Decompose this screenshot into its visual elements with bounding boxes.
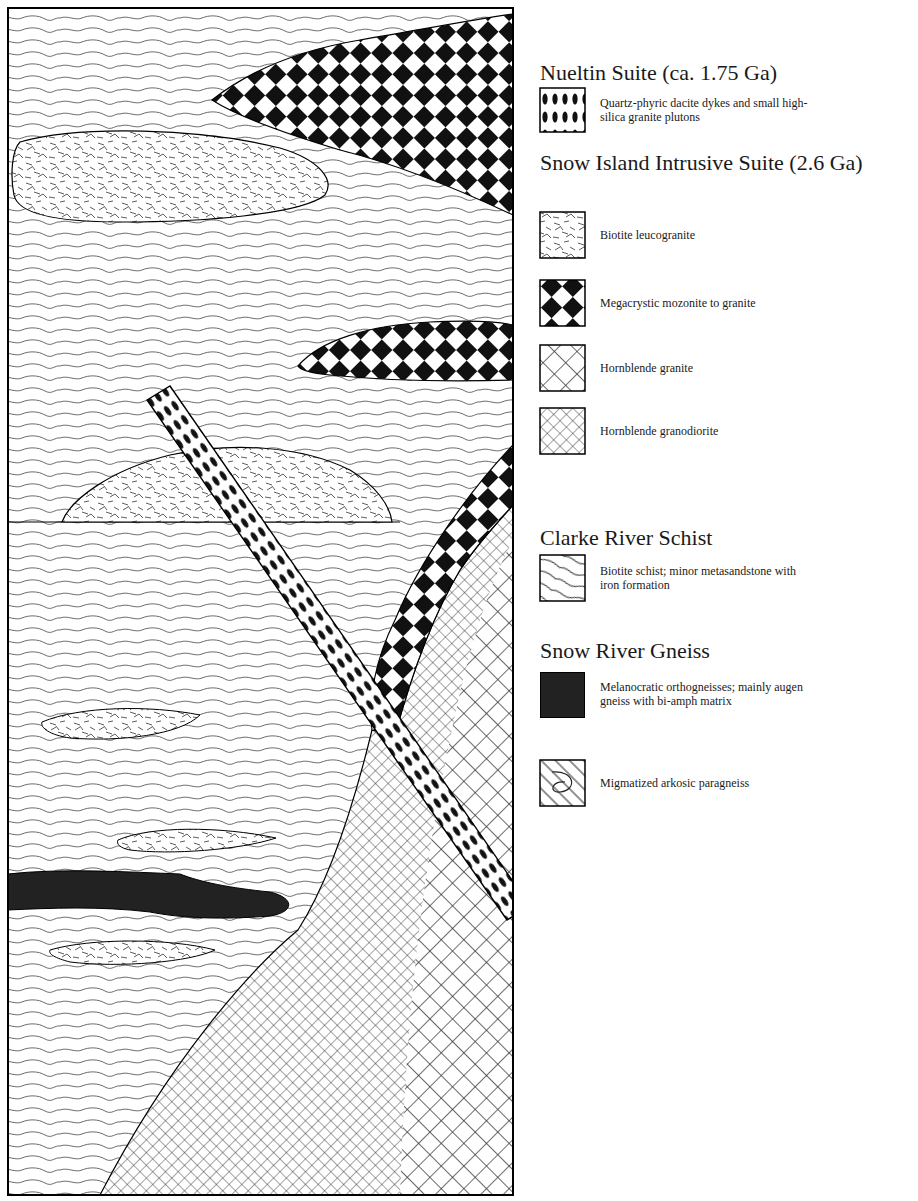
legend-text: Hornblende granite (600, 361, 860, 375)
megacrystic-lens (298, 321, 513, 381)
schist-ground (8, 8, 513, 1195)
legend-text: Biotite leucogranite (600, 228, 860, 242)
legend-text: Quartz-phyric dacite dykes and small hig… (600, 96, 815, 125)
leucogranite-body (12, 131, 328, 222)
leucogranite-lens (118, 829, 277, 852)
legend-swatch (540, 408, 585, 454)
legend-heading: Snow River Gneiss (540, 638, 880, 664)
legend-text: Melanocratic orthogneisses; mainly augen… (600, 680, 825, 709)
swirl-mark (552, 772, 572, 792)
cross-section (8, 8, 513, 1195)
legend-swatch (540, 555, 585, 601)
leucogranite-lens (50, 941, 215, 964)
legend-swatch (540, 760, 585, 806)
leucogranite-lens (42, 709, 200, 740)
legend-swatch (540, 345, 585, 391)
legend-swatch (540, 88, 585, 132)
legend-text: Megacrystic mozonite to granite (600, 296, 860, 310)
legend-swatch (540, 280, 585, 326)
panel-frame (8, 8, 513, 1195)
orthogneiss-body (8, 871, 289, 918)
legend-heading: Clarke River Schist (540, 525, 880, 551)
megacrystic-strip (371, 445, 513, 735)
legend-heading: Nueltin Suite (ca. 1.75 Ga) (540, 60, 880, 86)
legend-swatch (540, 672, 585, 718)
dacite-dyke (147, 386, 513, 920)
legend-text: Biotite schist; minor metasandstone with… (600, 564, 815, 593)
legend-text: Hornblende granodiorite (600, 424, 860, 438)
legend-text: Migmatized arkosic paragneiss (600, 776, 860, 790)
legend-swatch (540, 212, 585, 258)
legend-heading: Snow Island Intrusive Suite (2.6 Ga) (540, 150, 870, 176)
